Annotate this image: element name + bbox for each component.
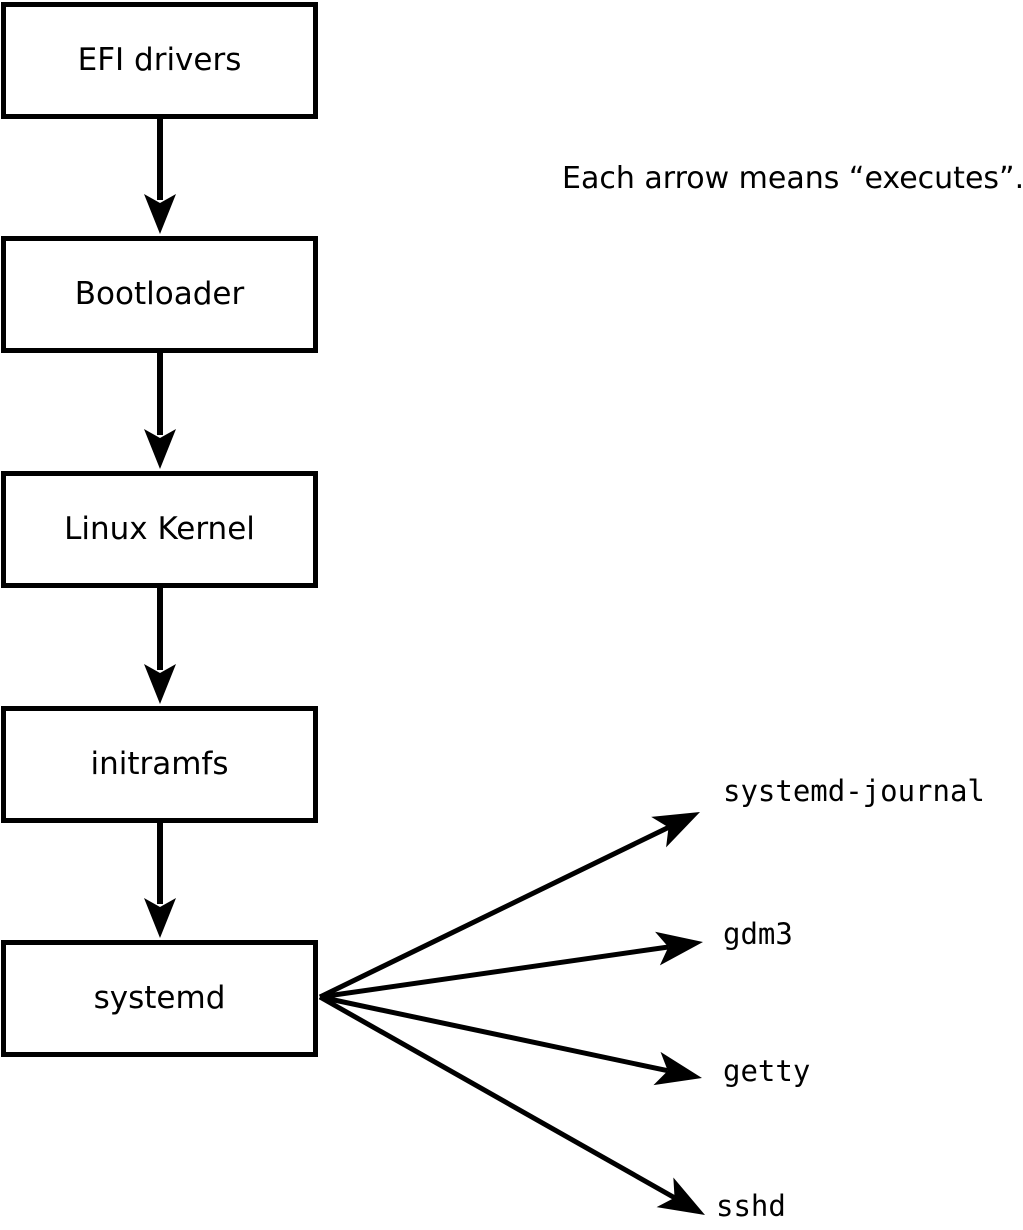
service-label-sshd: sshd (716, 1189, 786, 1223)
diagram-caption: Each arrow means “executes”. (562, 161, 1023, 196)
chain-arrow-head (144, 429, 176, 469)
fanout-arrow-head (651, 812, 700, 848)
stage-label-initramfs: initramfs (90, 746, 229, 782)
fanout-arrow-shaft (318, 825, 670, 1000)
service-label-systemd-journal: systemd-journal (723, 774, 985, 808)
fanout-arrow-head (655, 931, 703, 966)
service-label-getty: getty (723, 1054, 811, 1088)
fanout-arrow-shaft (318, 994, 676, 1200)
fanout-arrow-head (653, 1051, 702, 1086)
fanout-arrow-head (656, 1177, 705, 1215)
fanout-arrow-shaft (319, 994, 669, 1074)
fanout-arrow-shaft (319, 944, 669, 1000)
stage-box-systemd: systemd (1, 940, 318, 1057)
stage-label-bootloader: Bootloader (74, 276, 245, 312)
stage-box-bootloader: Bootloader (1, 236, 318, 353)
chain-arrow-head (144, 664, 176, 704)
chain-arrow-head (144, 194, 176, 234)
stage-box-efi-drivers: EFI drivers (1, 2, 318, 119)
stage-label-efi-drivers: EFI drivers (77, 42, 242, 78)
stage-label-systemd: systemd (93, 980, 226, 1016)
stage-label-linux-kernel: Linux Kernel (64, 511, 255, 547)
stage-box-linux-kernel: Linux Kernel (1, 471, 318, 588)
chain-arrow-head (144, 898, 176, 938)
fanout-arrow-group (318, 812, 705, 1215)
stage-box-initramfs: initramfs (1, 706, 318, 823)
service-label-gdm3: gdm3 (723, 917, 793, 951)
